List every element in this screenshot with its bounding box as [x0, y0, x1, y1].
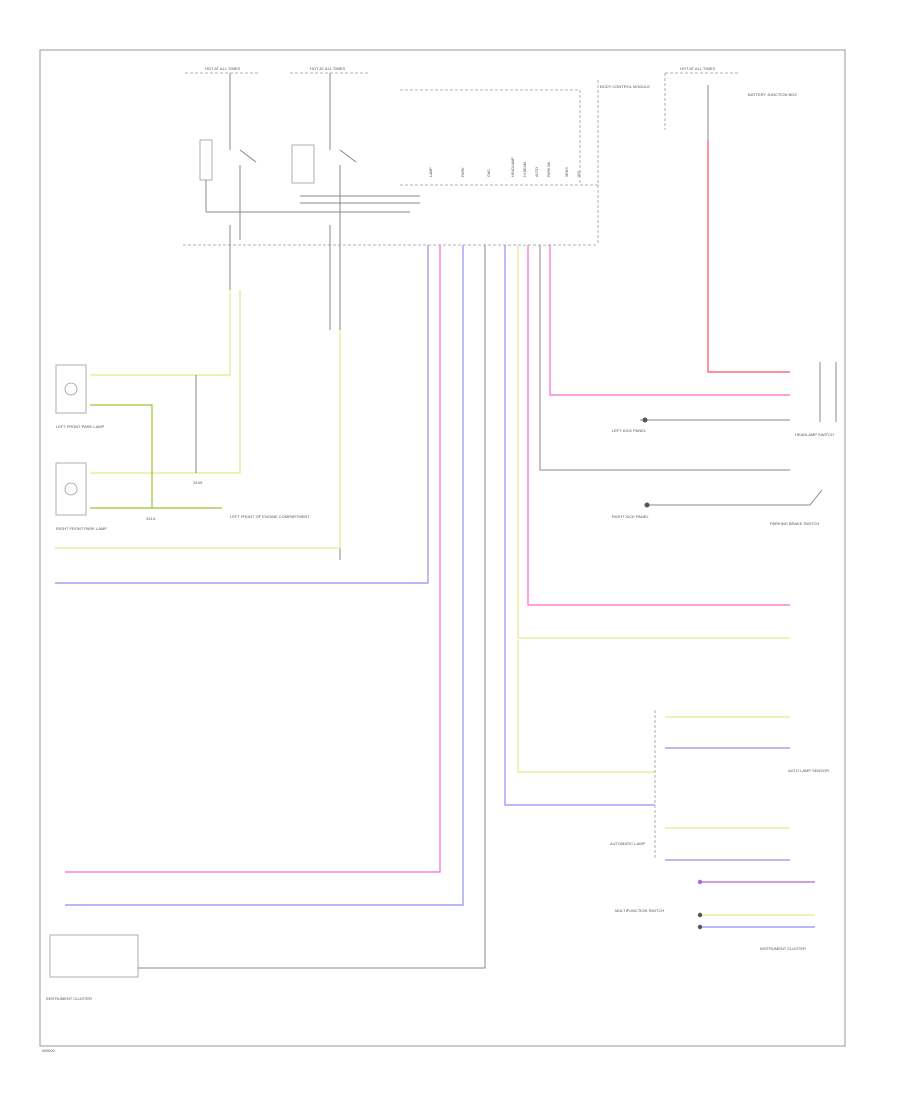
- svg-text:GND: GND: [487, 169, 491, 177]
- multifunction-switch: MULTIFUNCTION SWITCH INSTRUMENT CLUSTER: [615, 879, 815, 951]
- svg-text:AUTO LAMP SENSOR: AUTO LAMP SENSOR: [788, 768, 829, 773]
- wire-red-battery: [707, 140, 790, 373]
- wire-pink-headlamp: [549, 245, 790, 396]
- wire-yellow-feed: [55, 330, 341, 549]
- instrument-cluster-box: INSTRUMENT CLUSTER: [46, 934, 220, 1001]
- right-front-park-lamp: RIGHT FRONT PARK LAMP: [55, 462, 107, 531]
- wire-green-ground: S114 LEFT FRONT OF ENGINE COMPARTMENT: [90, 404, 310, 521]
- svg-text:BODY CONTROL MODULE: BODY CONTROL MODULE: [600, 84, 650, 89]
- svg-text:AUTOMATIC LAMP: AUTOMATIC LAMP: [610, 841, 646, 846]
- wire-blue-sensor: [504, 245, 655, 806]
- svg-text:RIGHT FRONT PARK LAMP: RIGHT FRONT PARK LAMP: [56, 526, 107, 531]
- left-front-park-lamp: LEFT FRONT PARK LAMP: [55, 364, 105, 429]
- svg-text:PARK BK: PARK BK: [547, 161, 551, 177]
- svg-text:HEADLAMP SWITCH: HEADLAMP SWITCH: [795, 432, 834, 437]
- svg-text:PARKING BRAKE SWITCH: PARKING BRAKE SWITCH: [770, 521, 819, 526]
- fuse-feed-left: HOT AT ALL TIMES: [185, 66, 410, 290]
- wire-yellow-sensor: [517, 640, 655, 773]
- svg-text:BATTERY JUNCTION BOX: BATTERY JUNCTION BOX: [748, 92, 797, 97]
- wire-yellow-auto: [517, 245, 790, 639]
- svg-text:LAMP: LAMP: [429, 167, 433, 177]
- wire-blue-long: [65, 245, 464, 906]
- svg-text:LEFT KICK PANEL: LEFT KICK PANEL: [612, 428, 647, 433]
- svg-text:HOT AT ALL TIMES: HOT AT ALL TIMES: [310, 66, 345, 71]
- body-control-module: BODY CONTROL MODULE LAMP PARK GND HEADLA…: [183, 80, 650, 246]
- svg-text:LEFT FRONT OF ENGINE COMPARTME: LEFT FRONT OF ENGINE COMPARTMENT: [230, 514, 310, 519]
- svg-text:AUTO: AUTO: [535, 167, 539, 177]
- auto-lamp-sensor: AUTO LAMP SENSOR AUTOMATIC LAMP: [610, 710, 829, 861]
- parking-brake-switch: RIGHT KICK PANEL PARKING BRAKE SWITCH: [612, 489, 823, 526]
- wire-pink-park-brake: [527, 245, 790, 606]
- svg-text:INSTRUMENT CLUSTER: INSTRUMENT CLUSTER: [760, 946, 806, 951]
- wire-yellow-park: S105: [90, 290, 241, 485]
- fuse-feed-right: HOT AT ALL TIMES: [290, 66, 420, 560]
- svg-text:HOT AT ALL TIMES: HOT AT ALL TIMES: [205, 66, 240, 71]
- svg-text:HEADLAMP: HEADLAMP: [511, 157, 515, 177]
- diagram-frame: [39, 49, 846, 1047]
- wire-pink-long: [65, 245, 441, 873]
- svg-text:SENS: SENS: [565, 167, 569, 177]
- headlamp-switch: HEADLAMP SWITCH LEFT KICK PANEL: [612, 362, 837, 437]
- svg-text:SIG: SIG: [577, 171, 581, 177]
- svg-text:HI BEAM: HI BEAM: [523, 162, 527, 177]
- svg-text:INSTRUMENT CLUSTER: INSTRUMENT CLUSTER: [46, 996, 92, 1001]
- svg-text:S105: S105: [193, 480, 203, 485]
- page-number: W0000: [42, 1048, 55, 1053]
- battery-junction-box: HOT AT ALL TIMES BATTERY JUNCTION BOX: [664, 66, 797, 140]
- wire-gray-auto: [539, 245, 790, 471]
- svg-text:LEFT FRONT PARK LAMP: LEFT FRONT PARK LAMP: [56, 424, 105, 429]
- svg-text:MULTIFUNCTION SWITCH: MULTIFUNCTION SWITCH: [615, 908, 664, 913]
- svg-text:HOT AT ALL TIMES: HOT AT ALL TIMES: [680, 66, 715, 71]
- svg-text:PARK: PARK: [461, 167, 465, 177]
- wire-gray-long: [220, 245, 486, 969]
- wire-blue-1: [55, 245, 429, 584]
- svg-text:S114: S114: [146, 516, 156, 521]
- svg-text:RIGHT KICK PANEL: RIGHT KICK PANEL: [612, 514, 650, 519]
